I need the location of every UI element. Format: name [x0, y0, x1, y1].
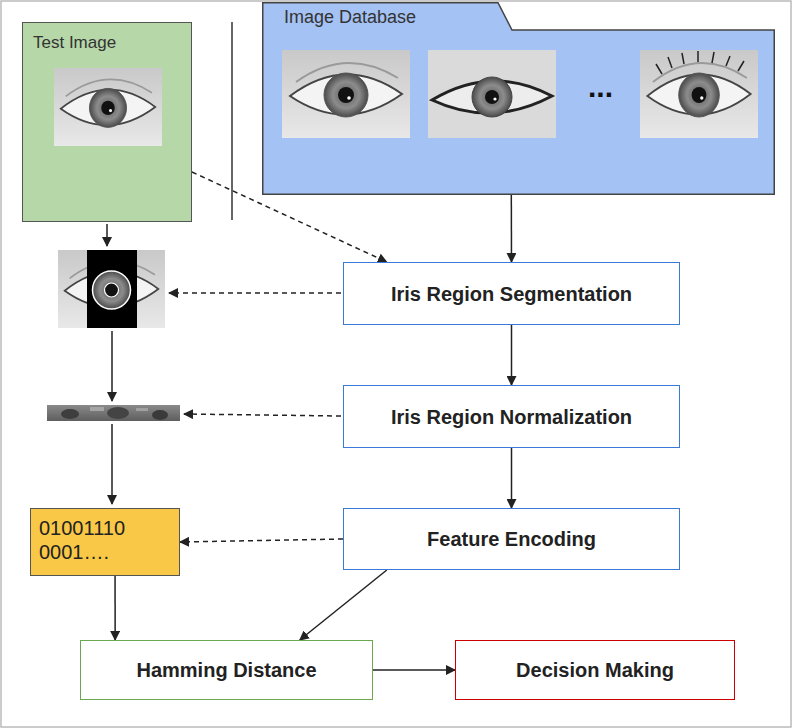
node-text: Feature Encoding: [427, 527, 596, 551]
strip-texture: [90, 407, 104, 411]
panel-fill: [22, 22, 192, 222]
eye-photo: [58, 250, 165, 328]
segmented-eye: [58, 250, 165, 328]
step-arrow: [111, 331, 113, 401]
tab-outline: [262, 2, 775, 195]
strip-texture: [136, 408, 148, 411]
node-text: Iris Region Normalization: [391, 405, 632, 429]
process-box: Iris Region Segmentation: [343, 262, 680, 325]
eye-photo: [428, 50, 556, 138]
database-panel: Image Database: [262, 2, 775, 195]
flow-arrow: [373, 669, 455, 671]
eye-photo: [54, 68, 162, 146]
flow-arrow: [511, 195, 513, 262]
node-text: Hamming Distance: [136, 658, 316, 682]
mask-band: [87, 250, 137, 328]
node-text: Decision Making: [516, 658, 674, 682]
flow-arrow: [511, 325, 513, 385]
normalized-strip: [47, 405, 180, 421]
eyelashes: [656, 51, 744, 74]
strip-texture: [61, 409, 79, 419]
step-arrow: [106, 224, 108, 246]
input-panel: Test Image: [22, 22, 192, 222]
panel-fill: [262, 2, 775, 195]
eye-photo: [282, 50, 410, 138]
pupil-boundary: [105, 283, 119, 297]
output-arrow: [169, 292, 341, 294]
iris: [93, 271, 131, 309]
process-box: Decision Making: [455, 640, 735, 700]
flow-arrow: [180, 539, 343, 542]
step-arrows: [107, 224, 341, 504]
flow-arrow: [300, 570, 387, 640]
tab-outline: [263, 3, 775, 195]
process-box: Iris Region Normalization: [343, 385, 680, 448]
process-box: Feature Encoding: [343, 508, 680, 570]
strip-texture: [107, 407, 129, 419]
ellipsis-mark: ...: [588, 72, 613, 102]
iris-boundary: [93, 271, 131, 309]
strip: [47, 405, 180, 421]
node-text: Test Image: [33, 33, 116, 53]
code-box: 01001110 0001….: [30, 508, 180, 576]
strip-texture: [152, 410, 168, 420]
flow-arrow: [114, 576, 116, 640]
process-box: Hamming Distance: [80, 640, 373, 700]
eye-photo: [640, 50, 758, 138]
separator: [231, 22, 233, 220]
node-text: 01001110 0001….: [39, 516, 171, 564]
step-arrow: [111, 424, 113, 504]
node-text: Image Database: [284, 7, 416, 29]
flow-arrow: [511, 448, 513, 508]
node-text: Iris Region Segmentation: [391, 282, 632, 306]
output-arrow: [184, 414, 341, 416]
flow-arrow: [192, 172, 387, 262]
